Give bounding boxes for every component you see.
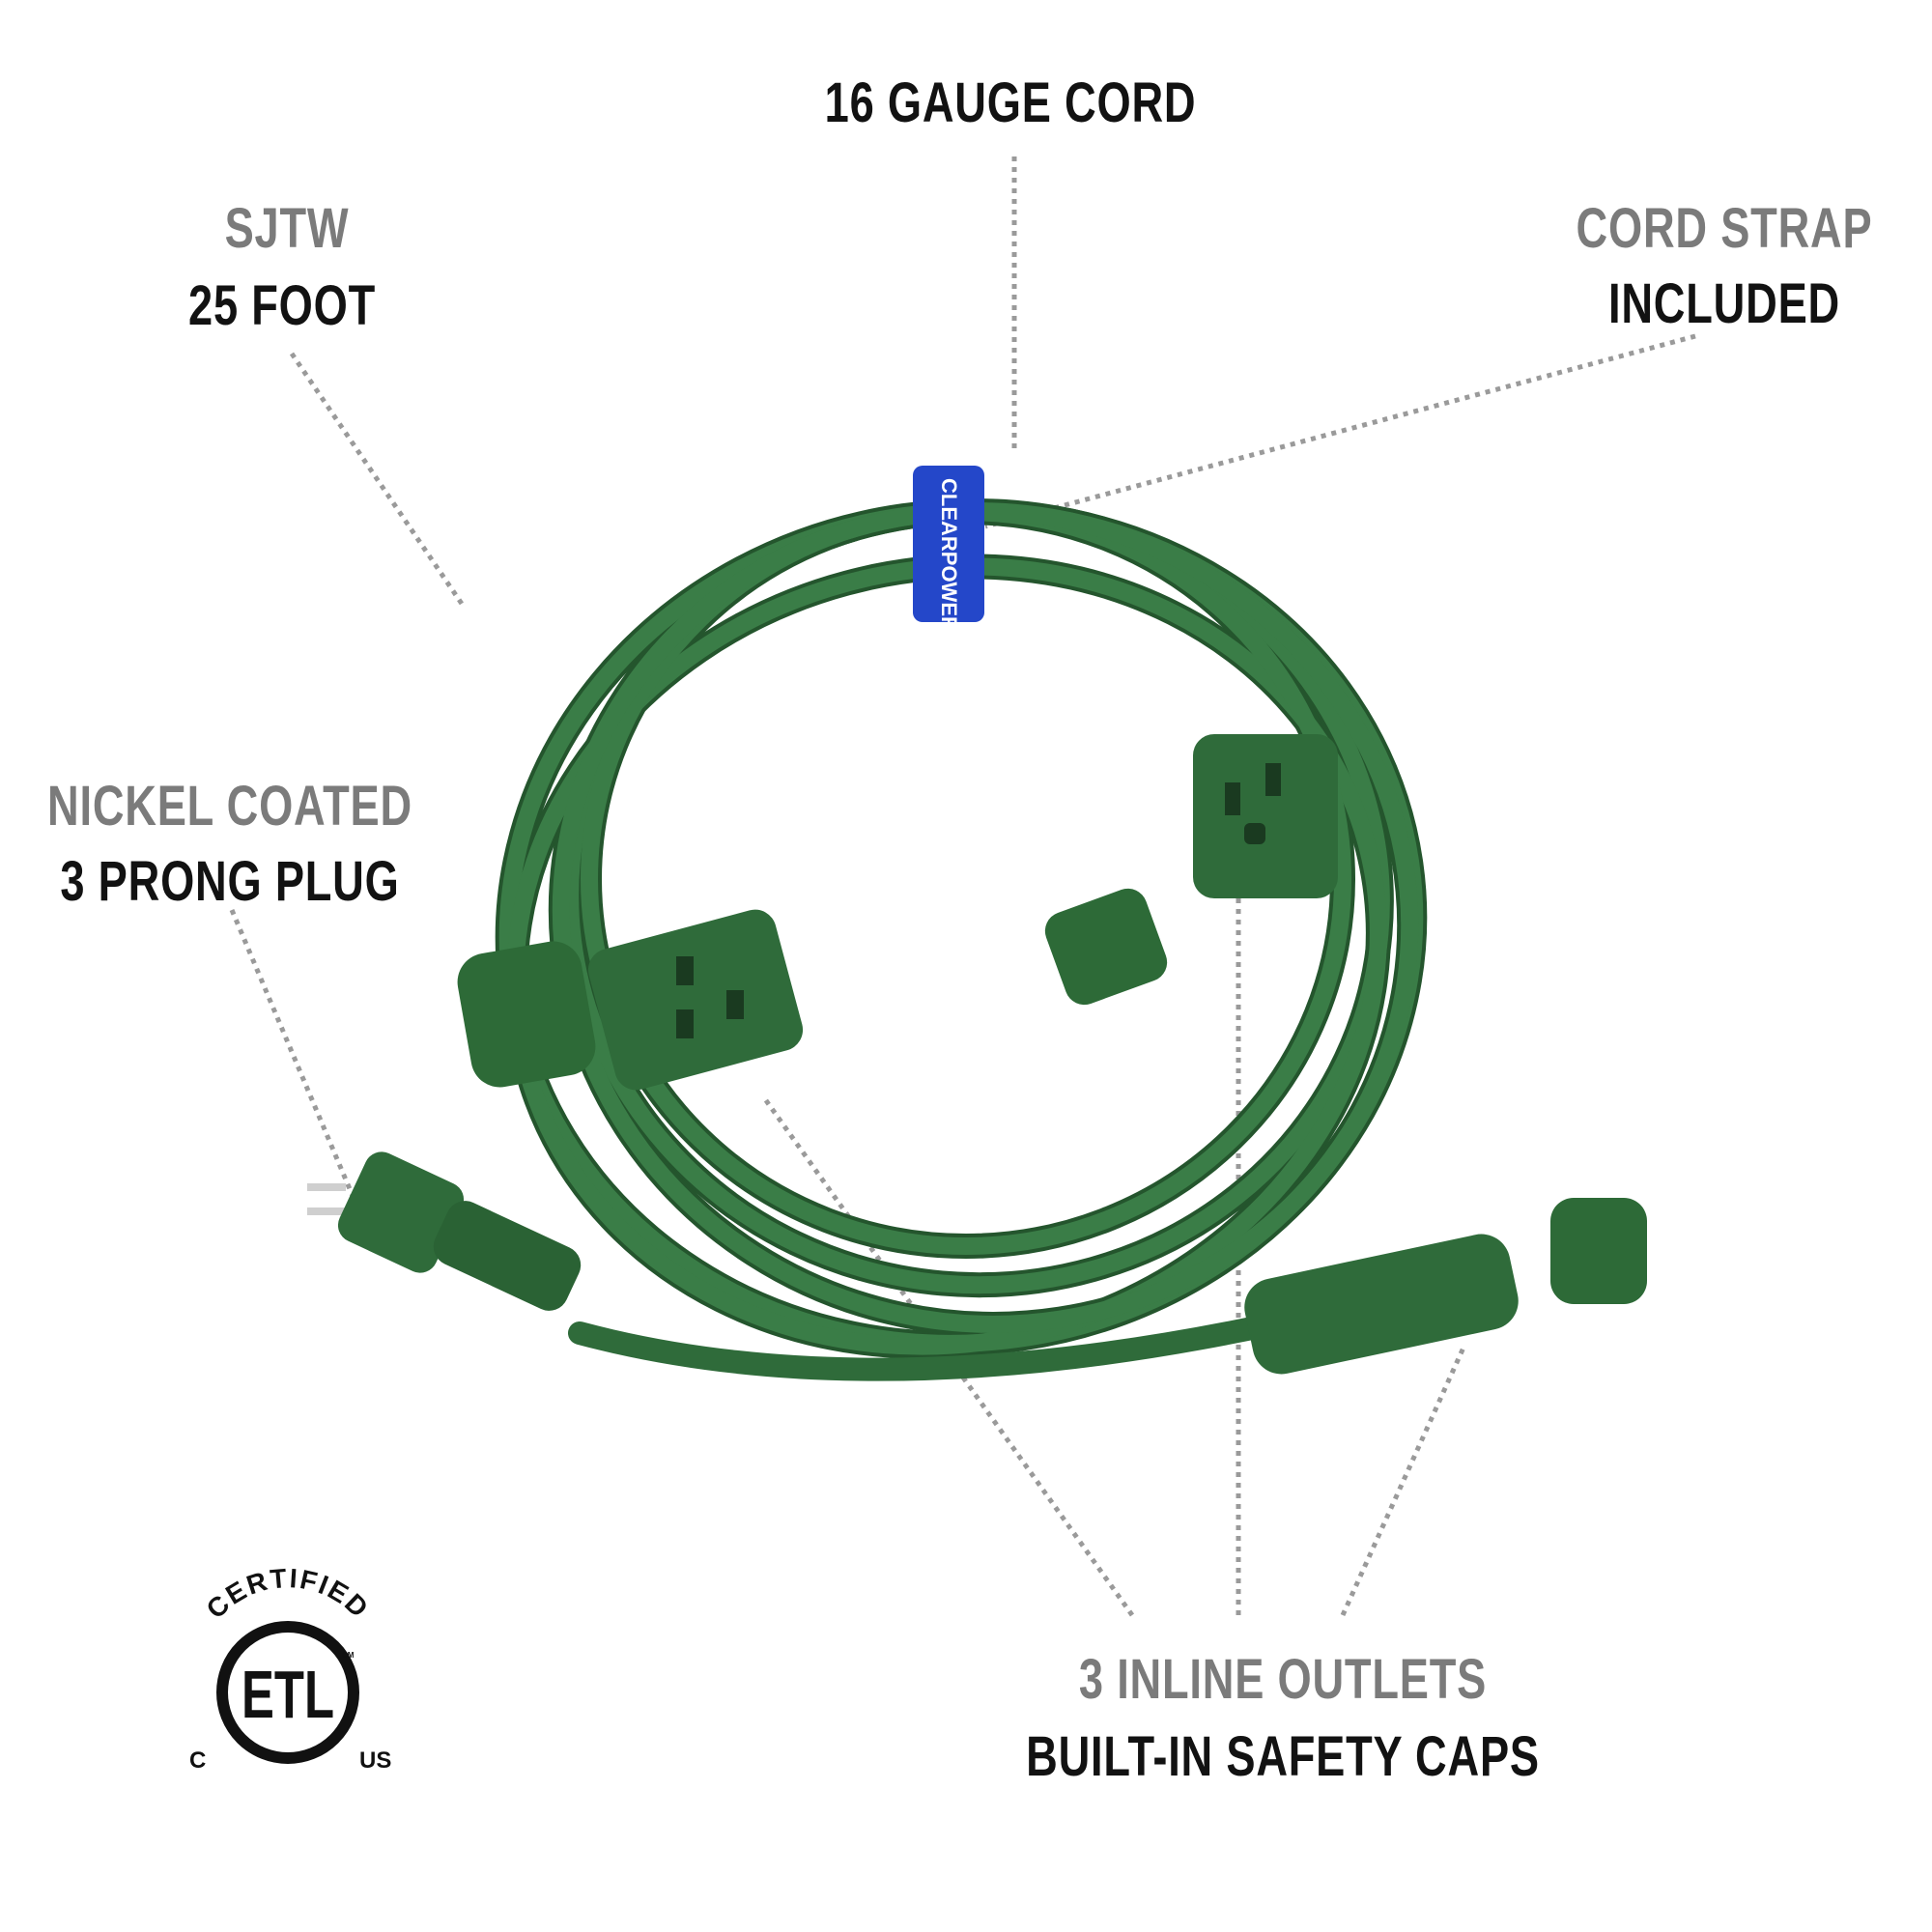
etl-us: US xyxy=(359,1747,391,1774)
callout-plug: 3 PRONG PLUG xyxy=(60,850,400,913)
etl-certification-logo: ETL CERTIFIED C US CM xyxy=(189,1563,391,1774)
svg-text:CERTIFIED: CERTIFIED xyxy=(201,1563,376,1625)
callout-plug-coating: NICKEL COATED xyxy=(47,775,412,838)
strap-brand: CLEARPOWER xyxy=(937,478,961,632)
callout-length-type: SJTW xyxy=(224,197,350,260)
etl-c: C xyxy=(189,1747,206,1774)
callout-gauge: 16 GAUGE CORD xyxy=(824,71,1197,134)
callout-safety-caps: BUILT-IN SAFETY CAPS xyxy=(1026,1725,1540,1788)
leader-strap xyxy=(984,333,1696,529)
cord-strap: CLEARPOWER xyxy=(913,466,984,632)
leader-length xyxy=(289,352,465,606)
three-prong-plug xyxy=(307,1151,582,1311)
callout-length: 25 FOOT xyxy=(187,274,377,337)
end-outlet xyxy=(1244,1198,1647,1375)
etl-cm: CM xyxy=(342,1651,355,1660)
etl-certified: CERTIFIED xyxy=(201,1563,374,1625)
inline-outlet-2 xyxy=(1044,734,1338,1006)
inline-outlet-1 xyxy=(457,909,804,1091)
leader-plug xyxy=(229,909,358,1204)
callout-strap-included: INCLUDED xyxy=(1608,272,1840,335)
etl-mark: ETL xyxy=(242,1657,334,1732)
callout-strap: CORD STRAP xyxy=(1576,197,1873,260)
callout-outlets: 3 INLINE OUTLETS xyxy=(1078,1648,1488,1711)
leader-outlet-3 xyxy=(1340,1346,1466,1617)
